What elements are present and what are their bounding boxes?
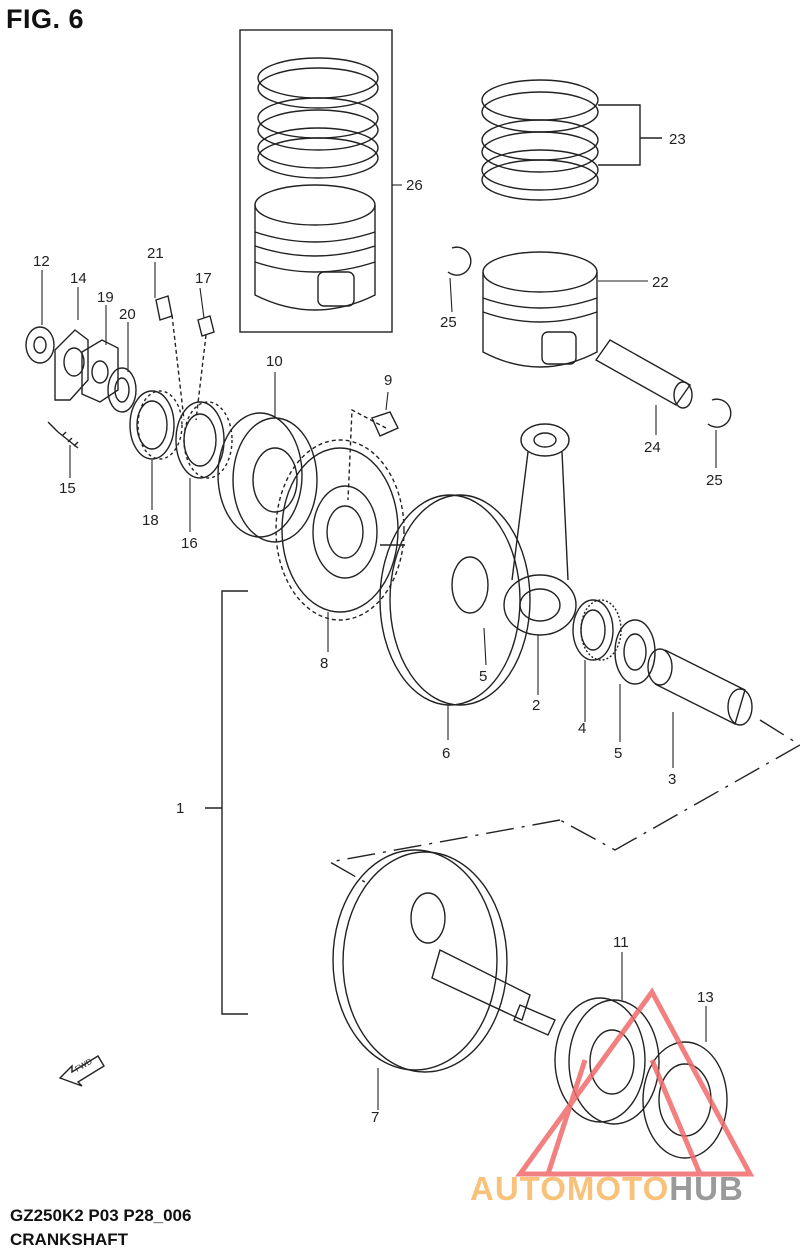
watermark-part2: HUB — [669, 1170, 744, 1207]
forward-arrow-icon: FWD — [58, 1055, 105, 1087]
gear-icon — [129, 390, 183, 460]
watermark-logo — [515, 987, 755, 1177]
connecting-rod-icon — [503, 423, 577, 636]
lock-washer-icon — [54, 329, 89, 401]
piston-rings-icon — [481, 79, 599, 201]
callout-14: 14 — [70, 270, 87, 287]
crank-flywheel-icon — [379, 494, 531, 706]
piston-ring-set-icon — [257, 57, 379, 179]
callout-22: 22 — [652, 274, 669, 291]
callout-25a: 25 — [440, 314, 457, 331]
callout-numbers: 1 2 3 4 5 5 6 7 8 9 10 11 12 13 14 15 16… — [33, 131, 723, 1126]
ring-bracket — [598, 104, 662, 166]
drive-gear-icon — [175, 401, 233, 479]
callout-4: 4 — [578, 720, 586, 737]
nut-icon — [81, 339, 119, 403]
callout-5b: 5 — [614, 745, 622, 762]
callout-3: 3 — [668, 771, 676, 788]
callout-8: 8 — [320, 655, 328, 672]
bolt-icon — [371, 411, 399, 437]
screw-icon — [47, 421, 79, 449]
crank-pin-icon — [647, 648, 753, 726]
key-icon — [155, 295, 173, 321]
callout-25b: 25 — [706, 472, 723, 489]
diagram-caption: CRANKSHAFT — [10, 1230, 129, 1249]
watermark-text: AUTOMOTOHUB — [470, 1170, 744, 1208]
callout-26: 26 — [406, 177, 423, 194]
callout-1: 1 — [176, 800, 184, 817]
callout-2: 2 — [532, 697, 540, 714]
spacer-icon — [107, 367, 137, 413]
callout-18: 18 — [142, 512, 159, 529]
callout-6: 6 — [442, 745, 450, 762]
main-bearing-icon — [554, 997, 660, 1125]
callout-20: 20 — [119, 306, 136, 323]
piston-pin-icon — [594, 339, 693, 409]
callout-16: 16 — [181, 535, 198, 552]
key-leader — [171, 314, 207, 421]
bolt-leader — [347, 408, 387, 501]
key-icon-2 — [197, 315, 215, 337]
callout-12: 12 — [33, 253, 50, 270]
callout-23: 23 — [669, 131, 686, 148]
callout-10: 10 — [266, 353, 283, 370]
model-code: GZ250K2 P03 P28_006 — [10, 1206, 192, 1225]
piston-icon — [254, 184, 376, 311]
bearing-icon — [217, 412, 318, 543]
washer-icon — [25, 326, 55, 364]
needle-bearing-icon — [572, 599, 622, 661]
callout-15: 15 — [59, 480, 76, 497]
circlip-icon-2 — [707, 398, 732, 428]
callout-24: 24 — [644, 439, 661, 456]
callout-21: 21 — [147, 245, 164, 262]
callout-19: 19 — [97, 289, 114, 306]
watermark-part1: AUTOMOTO — [470, 1170, 670, 1207]
callout-5a: 5 — [479, 668, 487, 685]
callout-9: 9 — [384, 372, 392, 389]
assembly-plane-lines — [327, 719, 800, 886]
piston-icon-2 — [482, 251, 598, 368]
figure-title: FIG. 6 — [6, 4, 85, 34]
callout-7: 7 — [371, 1109, 379, 1126]
assembly-bracket — [205, 590, 248, 1015]
lower-flywheel-icon — [332, 849, 556, 1073]
piston-kit-frame — [239, 29, 393, 333]
thrust-washer-icon — [614, 619, 656, 685]
callout-11: 11 — [613, 934, 629, 951]
callout-13: 13 — [697, 989, 714, 1006]
circlip-icon — [447, 246, 472, 276]
leader-lines — [41, 184, 717, 1110]
callout-17: 17 — [195, 270, 212, 287]
